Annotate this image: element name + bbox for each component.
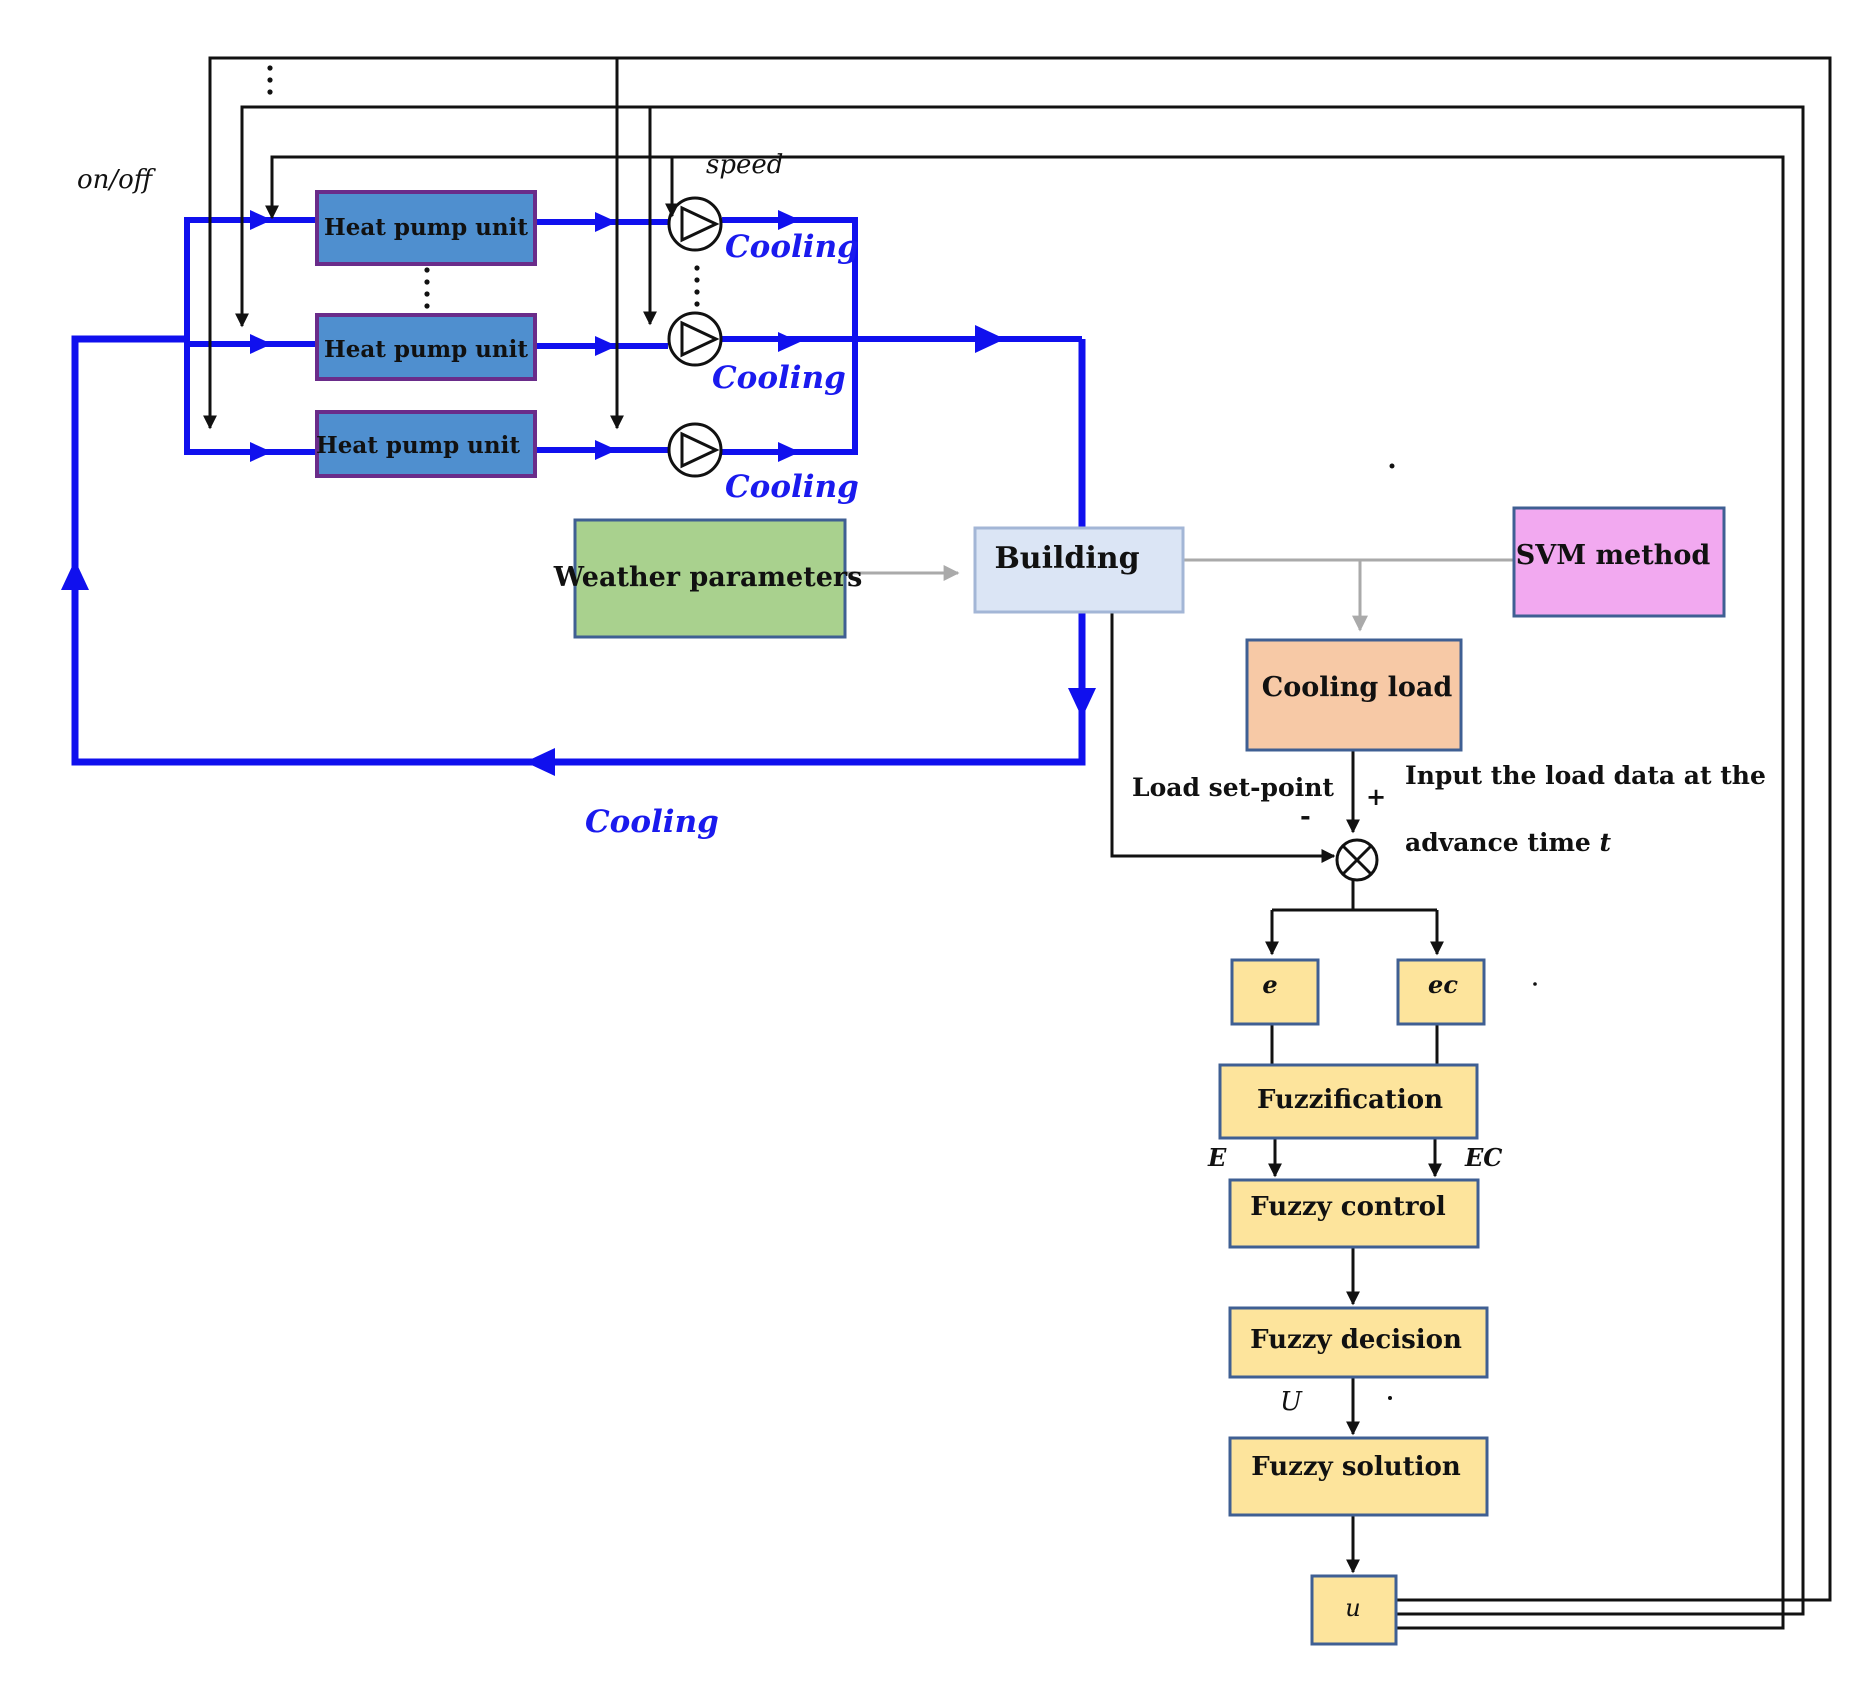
ec-label: ec xyxy=(1428,970,1458,999)
input-load-data-line1: Input the load data at the xyxy=(1405,761,1766,790)
ellipsis-dots xyxy=(267,65,1537,1400)
heat-pump-unit-3-label: Heat pump unit xyxy=(316,432,520,459)
weather-parameters-box: Weather parameters xyxy=(553,518,863,639)
heat-pump-unit-2-label: Heat pump unit xyxy=(324,336,528,363)
fuzzy-control-box: Fuzzy control xyxy=(1228,1178,1480,1249)
e-label: e xyxy=(1262,970,1277,999)
u-label: u xyxy=(1345,1594,1360,1622)
U-label: U xyxy=(1280,1387,1303,1417)
heat-pump-unit-3: Heat pump unit xyxy=(315,410,537,478)
onoff-signal-3 xyxy=(265,155,1785,1630)
fuzzification-box: Fuzzification xyxy=(1218,1063,1479,1140)
water-loop xyxy=(71,217,1086,766)
flow-arrow xyxy=(778,442,800,462)
cooling-label-2: Cooling xyxy=(712,360,846,396)
pump-3 xyxy=(667,422,723,478)
onoff-signal-1 xyxy=(203,56,1832,1602)
ec-box: ec xyxy=(1396,958,1486,1026)
cooling-label-main: Cooling xyxy=(585,804,719,840)
on-off-label: on/off xyxy=(77,165,157,195)
fuzzy-decision-box: Fuzzy decision xyxy=(1228,1306,1489,1379)
flow-arrow xyxy=(595,212,617,232)
building-label: Building xyxy=(994,541,1139,576)
heat-pump-unit-1: Heat pump unit xyxy=(315,190,537,266)
weather-parameters-label: Weather parameters xyxy=(553,562,863,593)
speed-label: speed xyxy=(706,150,783,180)
cooling-load-box: Cooling load xyxy=(1245,638,1463,752)
fuzzy-decision-label: Fuzzy decision xyxy=(1250,1325,1462,1355)
svm-method-label: SVM method xyxy=(1516,540,1711,571)
water-arrows xyxy=(61,210,1096,776)
flow-arrow xyxy=(250,334,272,354)
summing-junction xyxy=(1335,838,1379,882)
input-load-data-line2: advance time t xyxy=(1405,828,1612,857)
flow-arrow xyxy=(1068,688,1096,718)
input-load-data-text: advance time xyxy=(1405,828,1600,857)
flow-arrow xyxy=(778,210,800,230)
minus-sign: - xyxy=(1300,802,1311,832)
onoff-signal-2 xyxy=(235,105,1805,1616)
heat-pump-unit-1-label: Heat pump unit xyxy=(324,214,528,241)
flow-arrow xyxy=(250,442,272,462)
flow-arrow xyxy=(250,210,272,230)
fuzzy-solution-box: Fuzzy solution xyxy=(1228,1436,1489,1517)
pump-2 xyxy=(667,311,723,367)
flow-arrow xyxy=(778,332,800,352)
cooling-label-1: Cooling xyxy=(725,229,859,265)
fuzzy-solution-label: Fuzzy solution xyxy=(1251,1452,1461,1482)
pump-1 xyxy=(667,196,723,252)
u-box: u xyxy=(1310,1574,1398,1646)
advance-time-symbol: t xyxy=(1600,828,1612,857)
fuzzification-label: Fuzzification xyxy=(1257,1085,1443,1115)
fuzzy-control-label: Fuzzy control xyxy=(1250,1192,1446,1222)
cooling-load-label: Cooling load xyxy=(1262,672,1453,703)
flow-arrow xyxy=(975,325,1005,353)
E-label: E xyxy=(1207,1143,1227,1172)
e-box: e xyxy=(1230,958,1320,1026)
load-setpoint-label: Load set-point xyxy=(1132,773,1334,802)
main-loop xyxy=(71,335,1086,766)
cooling-label-3: Cooling xyxy=(725,469,859,505)
plus-sign: + xyxy=(1366,782,1386,811)
control-signal-lines xyxy=(203,56,1832,1630)
flow-arrow xyxy=(61,560,89,590)
heat-pump-unit-2: Heat pump unit xyxy=(315,313,537,381)
building-box: Building xyxy=(973,526,1185,614)
EC-label: EC xyxy=(1464,1143,1502,1172)
flow-arrow xyxy=(525,748,555,776)
flow-arrow xyxy=(595,440,617,460)
flow-arrow xyxy=(595,336,617,356)
load-setpoint-line xyxy=(1110,612,1336,863)
grey-signal-lines xyxy=(845,558,1514,632)
svm-method-box: SVM method xyxy=(1512,506,1726,618)
